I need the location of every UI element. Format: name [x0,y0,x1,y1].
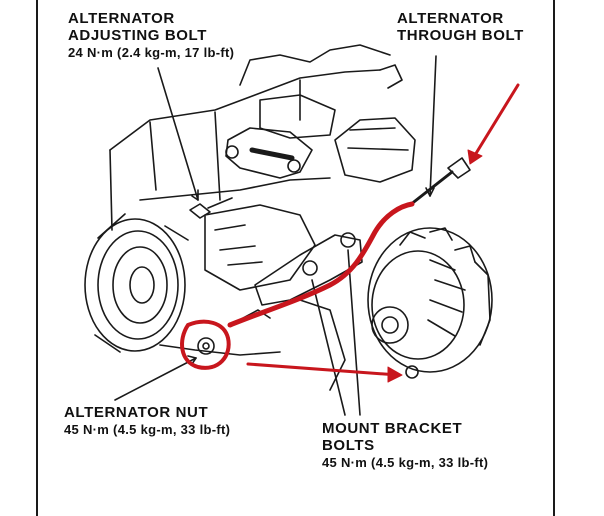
alternator-body [367,227,493,373]
oil-filter-housing [334,117,416,183]
nut-spec: 45 N·m (4.5 kg-m, 33 lb-ft) [64,422,231,437]
leader-mount-bolt-1 [311,279,346,416]
through-bolt-line2: THROUGH BOLT [397,27,524,44]
oil-filter-bands [347,127,409,151]
mount-bracket [254,234,363,306]
through-bolt-line1: ALTERNATOR [397,10,504,27]
hose-fitting [379,64,403,89]
alternator-pulley-nut [381,316,399,334]
through-bolt-head [447,157,471,179]
adjusting-bolt-shank [207,197,233,209]
label-adjusting-bolt: ALTERNATOR ADJUSTING BOLT 24 N·m (2.4 kg… [68,10,234,61]
oil-pan-edge [159,344,281,356]
bracket-lower-bolt [287,159,301,173]
alternator-rear-case [474,261,491,346]
alternator-pulley [371,306,409,344]
alternator-front-case [371,250,465,360]
alternator-lower-ear [405,365,419,379]
engine-top-edge [109,69,381,151]
frame-left-border [36,0,38,516]
adjusting-bolt-head [189,203,211,219]
label-alternator-nut: ALTERNATOR NUT 45 N·m (4.5 kg-m, 33 lb-f… [64,404,230,438]
engine-boss [259,94,336,139]
block-detail-lines [214,224,263,266]
crank-pulley-outer [84,218,186,352]
adjusting-bracket [225,127,313,179]
adjusting-bolt-line2: ADJUSTING BOLT [68,27,207,44]
red-circle-nut [180,319,231,370]
mount-bolt-2 [340,232,356,248]
red-arrowhead-lower [387,366,403,383]
alternator-vents [427,259,466,337]
pulley-belt-edge [94,213,189,353]
leader-through-bolt [429,55,437,197]
nut-line1: ALTERNATOR NUT [64,404,209,421]
red-highlight-path [227,201,415,328]
lower-housing-edge [299,299,346,391]
adjusting-slot [249,147,295,161]
alternator-cooling-fins [399,227,476,263]
leader-adjusting-bolt [157,67,199,201]
engine-upper-contour [239,44,391,86]
engine-mid-edge [139,177,331,201]
crank-pulley-center [129,266,155,304]
adjusting-bolt-line1: ALTERNATOR [68,10,175,27]
alternator-nut-bore [202,342,210,350]
mount-bolt-1 [302,260,318,276]
crank-pulley-rim [97,230,179,340]
leader-nut [114,357,197,401]
red-arrow-shaft-upper [473,83,520,157]
engine-ribs [149,79,301,201]
red-arrow-shaft-lower [246,362,400,377]
adjusting-bolt-spec: 24 N·m (2.4 kg-m, 17 lb-ft) [68,45,235,60]
leader-mount-bolt-2 [347,249,361,416]
engine-lower-block [204,204,316,291]
crank-pulley-hub [112,246,168,324]
alternator-nut [197,337,215,355]
leader-adjusting-arrowhead [191,189,199,201]
frame-right-border [553,0,555,516]
leader-through-arrowhead [425,187,435,197]
mount-bolts-line2: BOLTS [322,437,375,454]
mount-bolts-line1: MOUNT BRACKET [322,420,463,437]
leader-nut-arrowhead [187,355,197,365]
label-mount-bracket-bolts: MOUNT BRACKET BOLTS 45 N·m (4.5 kg-m, 33… [322,420,488,471]
bracket-pivot-bolt [225,145,239,159]
label-through-bolt: ALTERNATOR THROUGH BOLT [397,10,524,44]
mount-bolts-spec: 45 N·m (4.5 kg-m, 33 lb-ft) [322,455,489,470]
red-arrowhead-upper [467,149,483,165]
engine-left-edge [109,149,113,231]
